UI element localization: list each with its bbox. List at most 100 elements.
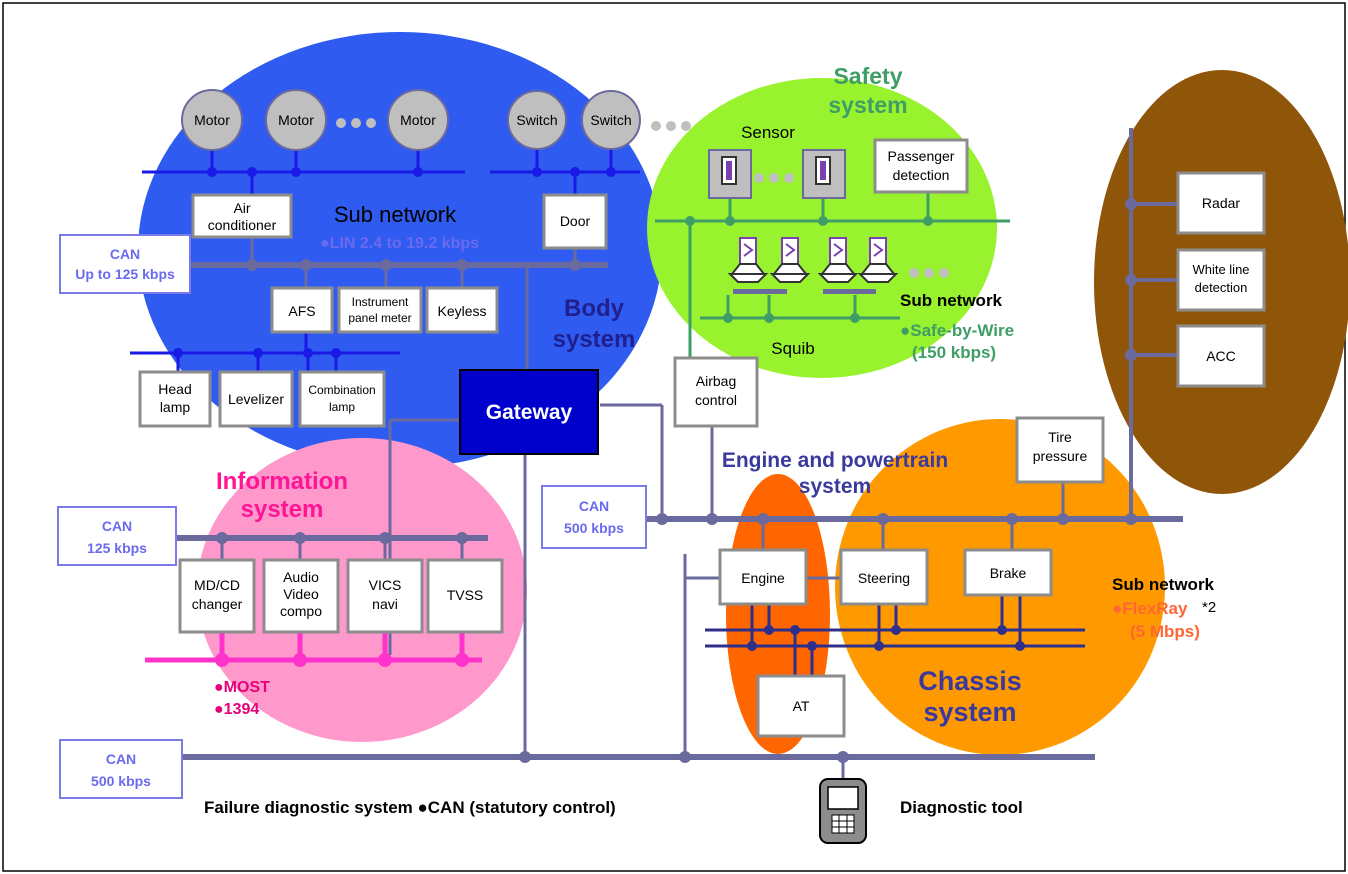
motor-1: Motor — [181, 89, 243, 151]
body-can-nodes — [246, 259, 581, 271]
tvss-label: TVSS — [447, 587, 484, 603]
powertrain-can-nodes — [656, 513, 1137, 525]
diagnostic-tool-label: Diagnostic tool — [900, 798, 1023, 817]
squib-icon — [769, 237, 811, 283]
squib-icon — [857, 237, 899, 283]
brake-box: Brake — [963, 548, 1053, 597]
brake-label: Brake — [990, 565, 1027, 581]
safety-sub-network-title: Sub network — [900, 291, 1003, 310]
motor-2-label: Motor — [278, 112, 314, 128]
tvss-box: TVSS — [426, 558, 504, 634]
squib-rail — [733, 289, 787, 294]
sensor-label: Sensor — [741, 123, 795, 142]
safety-bus-nodes — [685, 216, 933, 323]
safety-sub-network-spec: ●Safe-by-Wire(150 kbps) — [900, 321, 1014, 362]
levelizer-box: Levelizer — [218, 370, 294, 428]
flexray-nodes — [747, 625, 1025, 651]
squib-ellipsis-dots — [909, 268, 949, 278]
its-bus-nodes — [1125, 198, 1137, 361]
gateway-box: Gateway — [459, 369, 599, 455]
flexray-sub-network-spec: ●FlexRay — [1112, 599, 1188, 618]
body-lin-nodes — [173, 167, 616, 358]
switch-1-label: Switch — [516, 112, 557, 128]
squib-label: Squib — [771, 339, 814, 358]
at-box: AT — [756, 674, 846, 738]
gateway-label: Gateway — [486, 401, 573, 424]
acc-box: ACC — [1176, 324, 1266, 388]
sensor-2-icon — [802, 149, 846, 199]
failure-diagnostic-label: Failure diagnostic system ●CAN (statutor… — [204, 798, 616, 817]
radar-label: Radar — [1202, 195, 1240, 211]
radar-box: Radar — [1176, 171, 1266, 235]
body-sub-network-spec: ●LIN 2.4 to 19.2 kbps — [320, 235, 479, 252]
afs-label: AFS — [288, 303, 315, 319]
door-box: Door — [542, 193, 608, 250]
motor-2: Motor — [265, 89, 327, 151]
squib-icon — [817, 237, 859, 283]
switch-ellipsis-dots — [651, 121, 691, 131]
motor-ellipsis-dots — [336, 118, 376, 128]
at-label: AT — [793, 698, 810, 714]
switch-1: Switch — [507, 90, 567, 150]
engine-label: Engine — [741, 570, 785, 586]
info-can-nodes — [216, 532, 468, 544]
keyless-box: Keyless — [425, 286, 499, 334]
levelizer-label: Levelizer — [228, 391, 284, 407]
diagnostic-tool-icon — [819, 778, 867, 844]
body-sub-network-title: Sub network — [334, 202, 457, 227]
engine-steering-link — [683, 554, 841, 757]
flexray-footnote: *2 — [1202, 599, 1216, 616]
flexray-rate: (5 Mbps) — [1130, 622, 1200, 641]
afs-box: AFS — [270, 286, 334, 334]
steering-box: Steering — [839, 548, 929, 606]
switch-2-label: Switch — [590, 112, 631, 128]
ieee1394-legend: ●1394 — [214, 701, 259, 718]
sensor-ellipsis-dots — [754, 173, 794, 183]
squib-icon — [727, 237, 769, 283]
diagnostic-bus-nodes — [519, 751, 849, 763]
sensor-1-icon — [708, 149, 752, 199]
squib-group — [727, 237, 899, 294]
motor-3: Motor — [387, 89, 449, 151]
squib-rail — [823, 289, 876, 294]
door-label: Door — [560, 213, 591, 229]
flexray-sub-network-title: Sub network — [1112, 575, 1215, 594]
acc-label: ACC — [1206, 348, 1236, 364]
